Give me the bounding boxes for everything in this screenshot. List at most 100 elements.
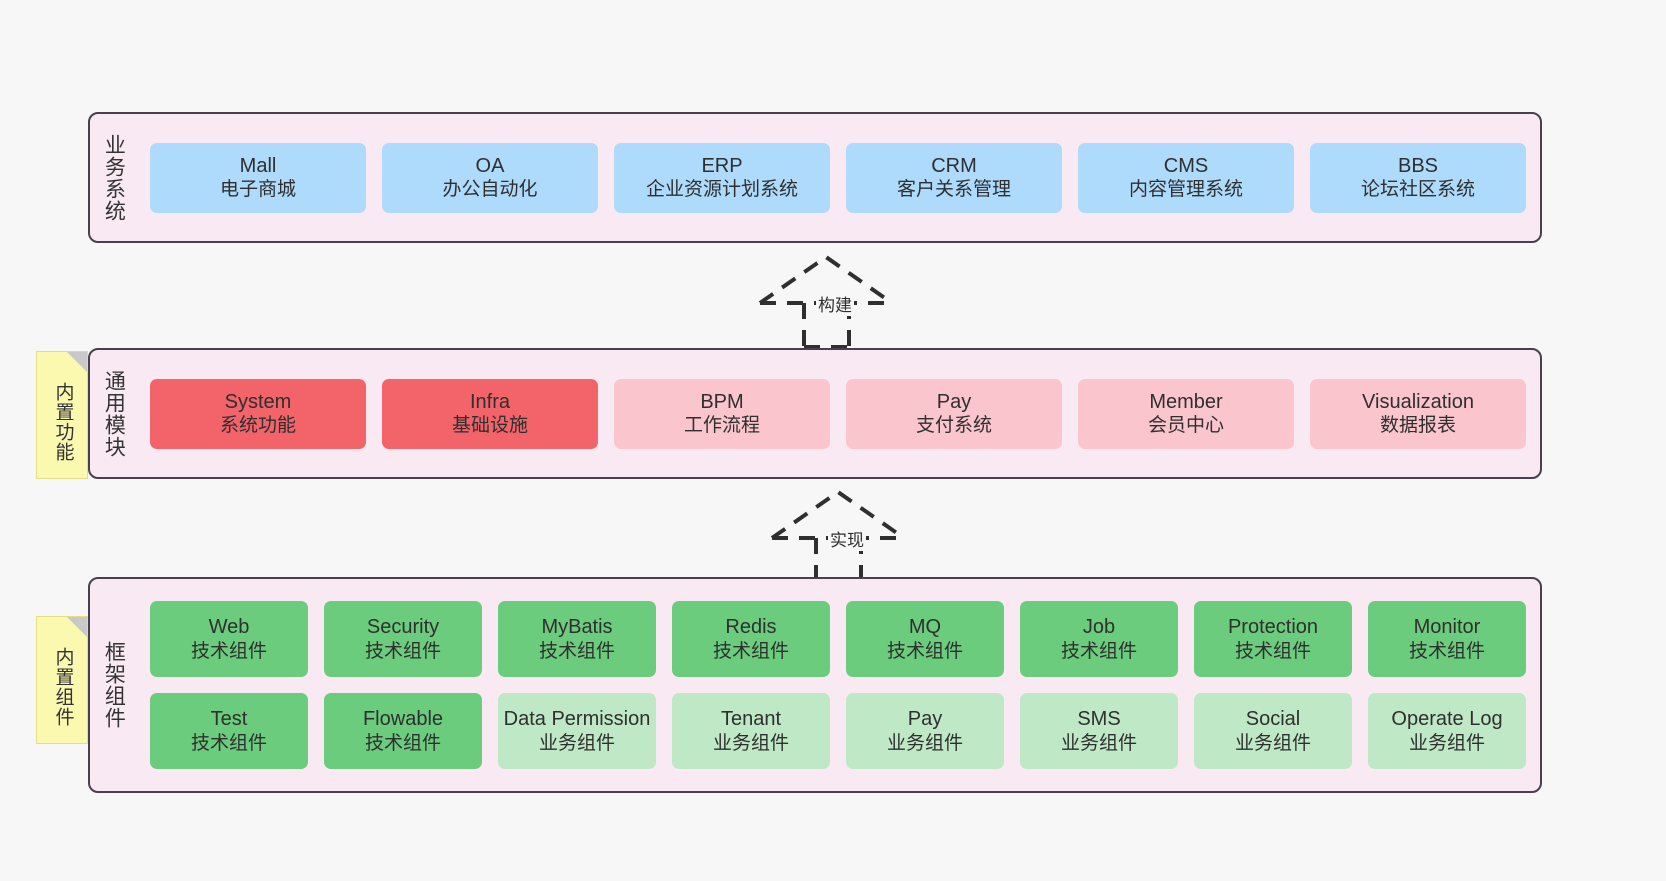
framework-card-operate-log[interactable]: Operate Log 业务组件 bbox=[1368, 693, 1526, 769]
card-subtitle: 技术组件 bbox=[712, 640, 789, 662]
card-subtitle: 技术组件 bbox=[190, 732, 267, 754]
framework-card-mq[interactable]: MQ 技术组件 bbox=[846, 601, 1004, 677]
framework-card-job[interactable]: Job 技术组件 bbox=[1020, 601, 1178, 677]
card-title: Pay bbox=[907, 708, 943, 731]
common-card-pay[interactable]: Pay 支付系统 bbox=[846, 378, 1062, 449]
card-title: CMS bbox=[1163, 154, 1209, 177]
card-subtitle: 业务组件 bbox=[712, 732, 789, 754]
business-card-bbs[interactable]: BBS 论坛社区系统 bbox=[1310, 142, 1526, 213]
card-title: Infra bbox=[469, 390, 511, 413]
card-subtitle: 技术组件 bbox=[1408, 640, 1485, 662]
card-title: SMS bbox=[1077, 708, 1121, 731]
card-subtitle: 业务组件 bbox=[538, 732, 615, 754]
layer-label-common: 通用模块 bbox=[102, 369, 126, 458]
card-subtitle: 论坛社区系统 bbox=[1360, 179, 1475, 201]
card-subtitle: 工作流程 bbox=[683, 415, 760, 437]
card-subtitle: 技术组件 bbox=[886, 640, 963, 662]
card-subtitle: 系统功能 bbox=[219, 415, 296, 437]
card-title: Visualization bbox=[1362, 390, 1474, 413]
framework-row-business: Test 技术组件 Flowable 技术组件 Data Permission … bbox=[150, 693, 1526, 769]
framework-card-security[interactable]: Security 技术组件 bbox=[324, 601, 482, 677]
card-subtitle: 基础设施 bbox=[451, 415, 528, 437]
common-card-system[interactable]: System 系统功能 bbox=[150, 378, 366, 449]
card-title: Test bbox=[210, 708, 248, 731]
connector-build: 构建 bbox=[758, 254, 908, 350]
card-title: Data Permission bbox=[503, 708, 651, 731]
sticky-note-builtin-components: 内置组件 bbox=[36, 616, 88, 744]
card-subtitle: 技术组件 bbox=[538, 640, 615, 662]
layer-label-business: 业务系统 bbox=[102, 133, 126, 222]
card-subtitle: 技术组件 bbox=[364, 732, 441, 754]
card-subtitle: 技术组件 bbox=[1060, 640, 1137, 662]
card-title: CRM bbox=[931, 154, 977, 177]
framework-card-sms[interactable]: SMS 业务组件 bbox=[1020, 693, 1178, 769]
card-subtitle: 业务组件 bbox=[886, 732, 963, 754]
card-title: Monitor bbox=[1413, 616, 1481, 639]
card-title: Social bbox=[1245, 708, 1301, 731]
card-subtitle: 电子商城 bbox=[219, 179, 296, 201]
card-subtitle: 业务组件 bbox=[1234, 732, 1311, 754]
card-subtitle: 业务组件 bbox=[1060, 732, 1137, 754]
card-subtitle: 客户关系管理 bbox=[896, 179, 1011, 201]
connector-implement: 实现 bbox=[770, 489, 920, 585]
common-card-visualization[interactable]: Visualization 数据报表 bbox=[1310, 378, 1526, 449]
card-title: Web bbox=[208, 616, 250, 639]
framework-card-mybatis[interactable]: MyBatis 技术组件 bbox=[498, 601, 656, 677]
framework-card-tenant[interactable]: Tenant 业务组件 bbox=[672, 693, 830, 769]
card-title: Member bbox=[1149, 390, 1223, 413]
card-title: Security bbox=[366, 616, 440, 639]
layer-body-framework: Web 技术组件 Security 技术组件 MyBatis 技术组件 Redi… bbox=[136, 579, 1540, 791]
framework-row-technical: Web 技术组件 Security 技术组件 MyBatis 技术组件 Redi… bbox=[150, 601, 1526, 677]
card-subtitle: 内容管理系统 bbox=[1128, 179, 1243, 201]
business-card-oa[interactable]: OA 办公自动化 bbox=[382, 142, 598, 213]
card-title: Mall bbox=[239, 154, 277, 177]
sticky-note-text: 内置组件 bbox=[52, 647, 74, 727]
card-title: Job bbox=[1082, 616, 1116, 639]
connector-label-build: 构建 bbox=[816, 291, 854, 316]
layer-body-common: System 系统功能 Infra 基础设施 BPM 工作流程 Pay 支付系统… bbox=[136, 350, 1540, 477]
business-card-mall[interactable]: Mall 电子商城 bbox=[150, 142, 366, 213]
framework-card-test[interactable]: Test 技术组件 bbox=[150, 693, 308, 769]
card-title: BPM bbox=[700, 390, 744, 413]
framework-card-protection[interactable]: Protection 技术组件 bbox=[1194, 601, 1352, 677]
business-card-row: Mall 电子商城 OA 办公自动化 ERP 企业资源计划系统 CRM 客户关系… bbox=[150, 142, 1526, 213]
common-card-bpm[interactable]: BPM 工作流程 bbox=[614, 378, 830, 449]
framework-card-redis[interactable]: Redis 技术组件 bbox=[672, 601, 830, 677]
sticky-note-text: 内置功能 bbox=[52, 382, 74, 462]
card-title: ERP bbox=[701, 154, 743, 177]
card-title: BBS bbox=[1397, 154, 1439, 177]
framework-card-monitor[interactable]: Monitor 技术组件 bbox=[1368, 601, 1526, 677]
note-fold-corner-icon bbox=[67, 352, 87, 372]
card-title: System bbox=[224, 390, 292, 413]
connector-label-implement: 实现 bbox=[828, 526, 866, 551]
card-title: Protection bbox=[1227, 616, 1319, 639]
card-subtitle: 支付系统 bbox=[915, 415, 992, 437]
common-card-infra[interactable]: Infra 基础设施 bbox=[382, 378, 598, 449]
framework-card-pay[interactable]: Pay 业务组件 bbox=[846, 693, 1004, 769]
card-subtitle: 企业资源计划系统 bbox=[645, 179, 798, 201]
common-card-member[interactable]: Member 会员中心 bbox=[1078, 378, 1294, 449]
sticky-note-builtin-functions: 内置功能 bbox=[36, 351, 88, 479]
card-title: Redis bbox=[725, 616, 777, 639]
card-subtitle: 业务组件 bbox=[1408, 732, 1485, 754]
framework-card-web[interactable]: Web 技术组件 bbox=[150, 601, 308, 677]
card-title: Tenant bbox=[720, 708, 782, 731]
card-title: MQ bbox=[908, 616, 942, 639]
card-title: OA bbox=[475, 154, 505, 177]
layer-body-business: Mall 电子商城 OA 办公自动化 ERP 企业资源计划系统 CRM 客户关系… bbox=[136, 114, 1540, 241]
note-fold-corner-icon bbox=[67, 617, 87, 637]
card-title: Flowable bbox=[362, 708, 444, 731]
card-title: Operate Log bbox=[1391, 708, 1503, 731]
business-card-cms[interactable]: CMS 内容管理系统 bbox=[1078, 142, 1294, 213]
framework-card-flowable[interactable]: Flowable 技术组件 bbox=[324, 693, 482, 769]
card-subtitle: 技术组件 bbox=[190, 640, 267, 662]
card-subtitle: 办公自动化 bbox=[442, 179, 538, 201]
card-subtitle: 数据报表 bbox=[1379, 415, 1456, 437]
card-title: Pay bbox=[936, 390, 972, 413]
framework-card-social[interactable]: Social 业务组件 bbox=[1194, 693, 1352, 769]
framework-card-data-permission[interactable]: Data Permission 业务组件 bbox=[498, 693, 656, 769]
business-card-crm[interactable]: CRM 客户关系管理 bbox=[846, 142, 1062, 213]
card-title: MyBatis bbox=[541, 616, 613, 639]
business-card-erp[interactable]: ERP 企业资源计划系统 bbox=[614, 142, 830, 213]
